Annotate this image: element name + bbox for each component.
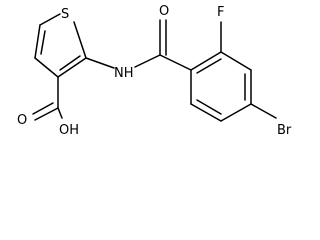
bond-carboxyl-o-2: [32, 102, 54, 115]
bond-nh-carbonyl: [134, 54, 161, 68]
bond-benzene-c5-c6-inner: [196, 99, 222, 115]
bond-thiophene-c3-c2-inner: [59, 55, 81, 71]
bond-c2-nh: [85, 57, 115, 69]
sulfur-label: S: [61, 7, 69, 22]
chemical-structure: S O F NH O OH Br: [17, 4, 292, 138]
hydroxyl-label: OH: [59, 123, 79, 138]
bond-thiophene-c5-c4: [34, 24, 41, 59]
bond-thiophene-c2-s: [73, 21, 87, 59]
amide-oxygen-label: O: [159, 4, 169, 19]
bond-carboxyl-oh: [57, 107, 63, 119]
structure-canvas: S O F NH O OH Br: [17, 4, 292, 138]
bond-benzene-c2-c3: [220, 51, 252, 71]
amide-nitrogen-label: NH: [114, 66, 134, 81]
bond-c4-bromine: [250, 103, 277, 119]
bond-thiophene-s-c5: [39, 13, 61, 26]
bond-benzene-c1-c2: [190, 51, 222, 71]
bond-benzene-c4-c5: [220, 103, 252, 122]
bond-carbonyl-ring: [159, 54, 192, 71]
bond-thiophene-c5-c4-inner: [40, 30, 46, 55]
bond-thiophene-c4-c3: [34, 57, 59, 78]
bromine-label: Br: [277, 123, 292, 138]
bond-thiophene-c3-c2: [57, 57, 87, 78]
bond-benzene-c1-c2-inner: [196, 58, 222, 74]
acid-oxygen-label: O: [17, 113, 27, 128]
bond-carboxyl-o-1: [34, 107, 59, 121]
bond-benzene-c5-c6: [190, 103, 222, 122]
fluorine-label: F: [217, 5, 224, 20]
